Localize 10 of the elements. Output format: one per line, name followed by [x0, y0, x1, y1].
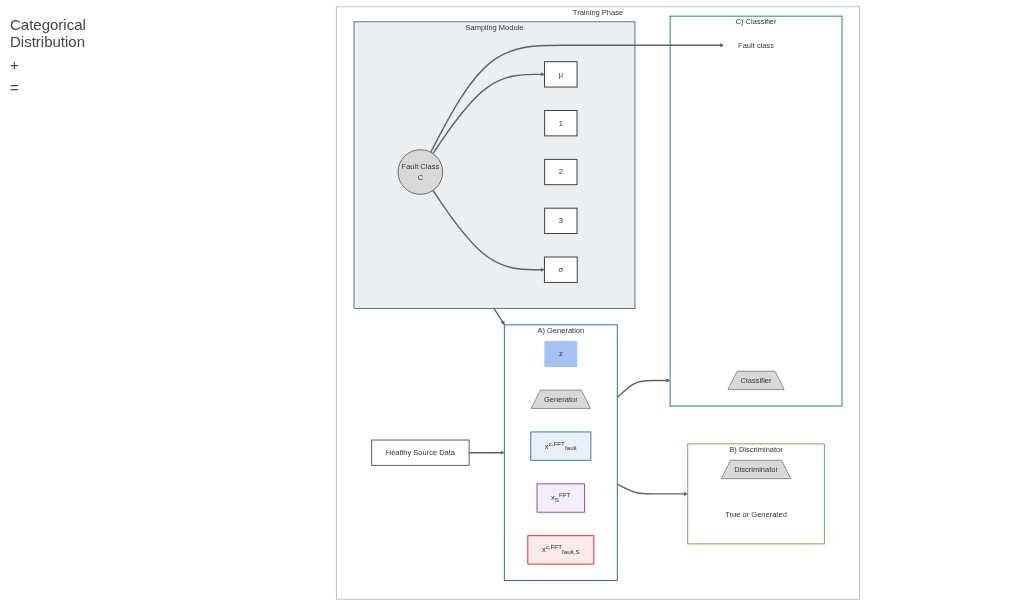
- arrow: [468, 450, 505, 455]
- arrow: [616, 483, 688, 496]
- label-text: Categorical Distribution: [10, 16, 87, 50]
- arrow: [432, 72, 545, 155]
- label-text: +: [10, 56, 20, 73]
- arrow: [616, 378, 671, 399]
- arrow: [493, 307, 505, 326]
- arrow: [430, 43, 725, 153]
- arrow: [432, 189, 545, 272]
- label-text: =: [10, 79, 20, 96]
